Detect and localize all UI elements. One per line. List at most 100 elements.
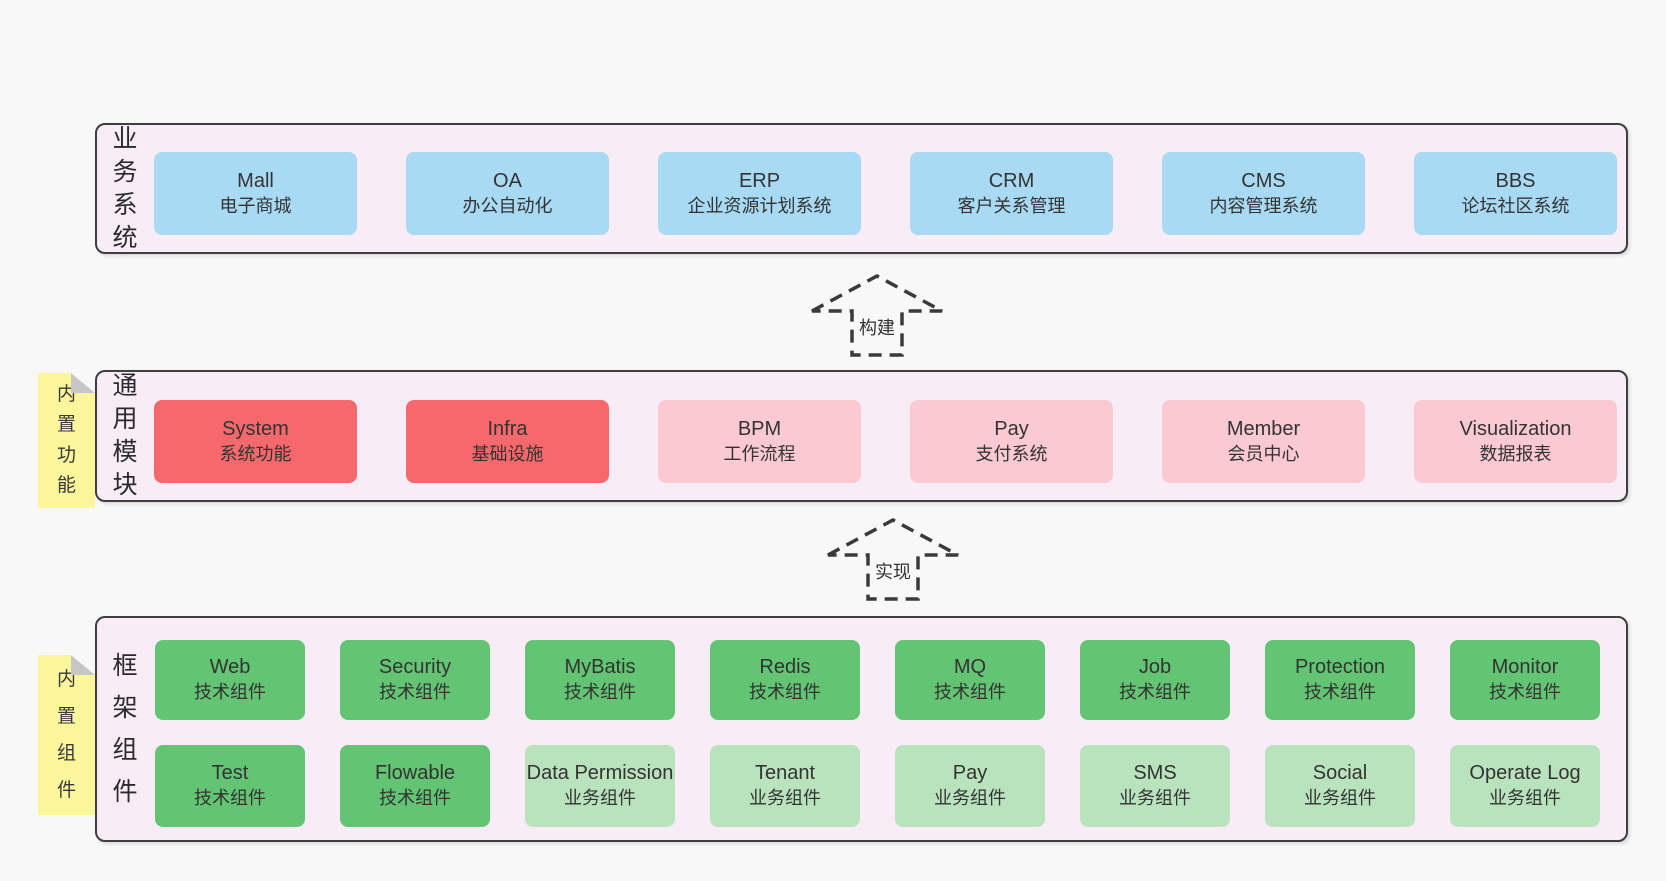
module-box-mall: Mall 电子商城	[154, 152, 357, 235]
sticky-note-framework-components: 内 置 组 件	[38, 655, 95, 815]
module-box-crm: CRM 客户关系管理	[910, 152, 1113, 235]
module-box-test: Test 技术组件	[155, 745, 305, 827]
box-title: Test	[211, 762, 249, 785]
module-box-pay: Pay 支付系统	[910, 400, 1113, 483]
box-subtitle: 企业资源计划系统	[687, 195, 832, 216]
arrow-implement-label: 实现	[872, 557, 914, 585]
panel-label-common-modules: 通 用 模 块	[112, 372, 138, 499]
module-box-web: Web 技术组件	[155, 640, 305, 720]
box-title: BBS	[1495, 169, 1536, 192]
box-title: Social	[1312, 762, 1368, 785]
box-subtitle: 业务组件	[1119, 788, 1191, 809]
box-title: Tenant	[754, 762, 816, 785]
box-subtitle: 技术组件	[934, 682, 1006, 703]
module-box-oa: OA 办公自动化	[406, 152, 609, 235]
arrow-build: 构建	[809, 273, 945, 359]
panel-label-business-systems: 业 务 系 统	[112, 124, 138, 252]
box-subtitle: 业务组件	[564, 788, 636, 809]
box-title: Pay	[952, 762, 988, 785]
box-title: Operate Log	[1469, 762, 1581, 785]
module-box-pay: Pay 业务组件	[895, 745, 1045, 827]
arrow-up-dashed-icon	[811, 274, 943, 357]
box-subtitle: 系统功能	[219, 443, 292, 464]
box-subtitle: 业务组件	[1304, 788, 1376, 809]
box-subtitle: 业务组件	[934, 788, 1006, 809]
box-title: ERP	[738, 169, 781, 192]
panel-business-systems: 业 务 系 统 Mall 电子商城 OA 办公自动化 ERP 企业资源计划系统 CRM 客户关系…	[95, 123, 1628, 254]
module-box-mq: MQ 技术组件	[895, 640, 1045, 720]
box-title: SMS	[1133, 762, 1177, 785]
box-row: Mall 电子商城 OA 办公自动化 ERP 企业资源计划系统 CRM 客户关系管理 CMS 内容…	[154, 152, 1617, 235]
box-title: Security	[378, 656, 452, 679]
box-subtitle: 技术组件	[379, 788, 451, 809]
box-title: BPM	[737, 417, 782, 440]
module-box-system: System 系统功能	[154, 400, 357, 483]
module-box-monitor: Monitor 技术组件	[1450, 640, 1600, 720]
box-title: Visualization	[1459, 417, 1572, 440]
module-box-operate-log: Operate Log 业务组件	[1450, 745, 1600, 827]
box-subtitle: 支付系统	[975, 443, 1048, 464]
box-title: MQ	[953, 656, 987, 679]
box-subtitle: 内容管理系统	[1209, 195, 1318, 216]
module-box-bpm: BPM 工作流程	[658, 400, 861, 483]
box-title: Monitor	[1491, 656, 1559, 679]
box-title: Web	[209, 656, 251, 679]
box-title: Pay	[994, 417, 1029, 440]
box-title: CRM	[988, 169, 1035, 192]
module-box-infra: Infra 基础设施	[406, 400, 609, 483]
box-subtitle: 办公自动化	[462, 195, 553, 216]
box-title: System	[222, 417, 289, 440]
module-box-protection: Protection 技术组件	[1265, 640, 1415, 720]
arrow-implement: 实现	[825, 517, 961, 603]
box-title: CMS	[1241, 169, 1286, 192]
box-title: MyBatis	[564, 656, 636, 679]
sticky-note-label: 内 置 功 能	[56, 384, 76, 496]
module-box-sms: SMS 业务组件	[1080, 745, 1230, 827]
box-subtitle: 技术组件	[1489, 682, 1561, 703]
box-title: Infra	[487, 417, 528, 440]
module-box-redis: Redis 技术组件	[710, 640, 860, 720]
box-subtitle: 技术组件	[749, 682, 821, 703]
module-box-cms: CMS 内容管理系统	[1162, 152, 1365, 235]
box-title: Protection	[1294, 656, 1386, 679]
sticky-note-common-modules: 内 置 功 能	[38, 373, 95, 508]
module-box-job: Job 技术组件	[1080, 640, 1230, 720]
folded-corner-icon	[71, 373, 95, 393]
box-subtitle: 论坛社区系统	[1461, 195, 1570, 216]
panel-common-modules: 通 用 模 块 System 系统功能 Infra 基础设施 BPM 工作流程 Pay 支付系统…	[95, 370, 1628, 502]
box-subtitle: 会员中心	[1227, 443, 1300, 464]
box-subtitle: 业务组件	[749, 788, 821, 809]
box-title: OA	[493, 169, 522, 192]
arrow-up-dashed-icon	[827, 518, 959, 601]
module-box-member: Member 会员中心	[1162, 400, 1365, 483]
panel-label-framework-components: 框 架 组 件	[112, 652, 138, 806]
box-subtitle: 业务组件	[1489, 788, 1561, 809]
box-subtitle: 技术组件	[194, 788, 266, 809]
module-box-erp: ERP 企业资源计划系统	[658, 152, 861, 235]
box-subtitle: 工作流程	[723, 443, 796, 464]
box-subtitle: 数据报表	[1479, 443, 1552, 464]
box-title: Data Permission	[526, 762, 674, 785]
box-subtitle: 技术组件	[1119, 682, 1191, 703]
box-title: Job	[1138, 656, 1172, 679]
box-subtitle: 技术组件	[1304, 682, 1376, 703]
box-title: Mall	[237, 169, 274, 192]
box-subtitle: 基础设施	[471, 443, 544, 464]
box-title: Redis	[759, 656, 811, 679]
box-subtitle: 技术组件	[379, 682, 451, 703]
module-box-tenant: Tenant 业务组件	[710, 745, 860, 827]
module-box-visualization: Visualization 数据报表	[1414, 400, 1617, 483]
box-subtitle: 客户关系管理	[957, 195, 1066, 216]
box-subtitle: 技术组件	[564, 682, 636, 703]
sticky-note-label: 内 置 组 件	[56, 668, 76, 802]
module-box-social: Social 业务组件	[1265, 745, 1415, 827]
box-title: Member	[1226, 417, 1301, 440]
module-box-security: Security 技术组件	[340, 640, 490, 720]
box-subtitle: 电子商城	[219, 195, 292, 216]
box-subtitle: 技术组件	[194, 682, 266, 703]
